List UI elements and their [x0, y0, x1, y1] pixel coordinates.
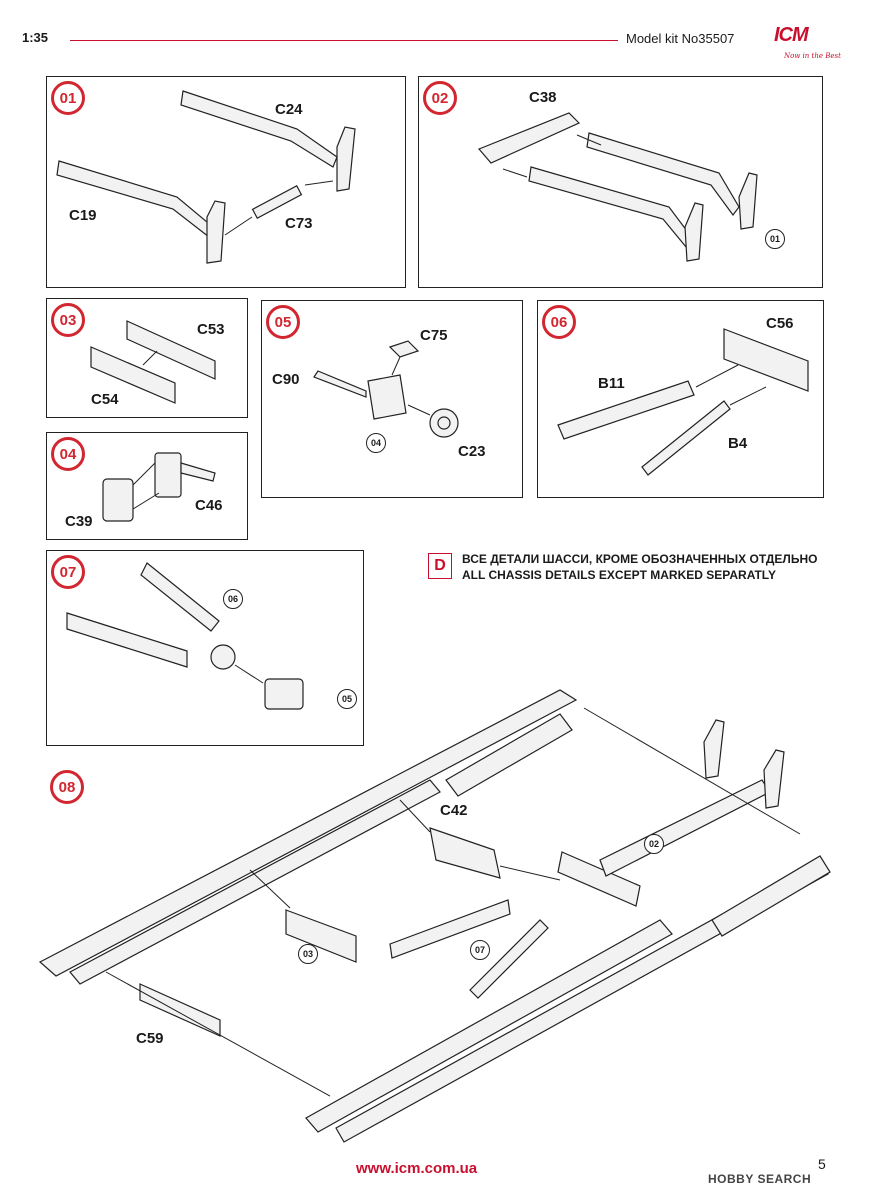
note-english-text: ALL CHASSIS DETAILS EXCEPT MARKED SEPARA…: [462, 568, 777, 582]
note-russian-text: ВСЕ ДЕТАЛИ ШАССИ, КРОМЕ ОБОЗНАЧЕННЫХ ОТД…: [462, 552, 818, 566]
part-label-b4: B4: [728, 435, 748, 452]
step-04-drawing: [102, 452, 216, 522]
step-02-ref-01: 01: [765, 229, 785, 249]
step-04-panel: 04 C39 C46: [46, 432, 248, 540]
step-02-panel: 02 C38 01: [418, 76, 823, 288]
part-label-c59: C59: [136, 1030, 164, 1047]
note-letter-badge: D: [428, 553, 452, 579]
step-05-ref-04: 04: [366, 433, 386, 453]
step-08-ref-03: 03: [298, 944, 318, 964]
part-label-c42: C42: [440, 802, 468, 819]
step-06-number: 06: [542, 305, 576, 339]
footer-url: www.icm.com.ua: [356, 1160, 478, 1177]
step-02-drawing: [477, 112, 758, 262]
step-08-number: 08: [50, 770, 84, 804]
step-01-panel: 01 C24 C19 C73: [46, 76, 406, 288]
part-label-c73: C73: [285, 215, 313, 232]
kit-number: Model kit No35507: [626, 31, 735, 46]
part-label-c54: C54: [91, 391, 119, 408]
part-label-c75: C75: [420, 327, 448, 344]
part-label-c23: C23: [458, 443, 486, 460]
step-03-drawing: [90, 320, 216, 404]
step-06-drawing: [557, 328, 809, 476]
page-number: 5: [818, 1156, 826, 1172]
logo-brand: ICM: [774, 24, 809, 46]
step-06-panel: 06 C56 B11 B4: [537, 300, 824, 498]
step-04-number: 04: [51, 437, 85, 471]
part-label-c24: C24: [275, 101, 303, 118]
part-label-c19: C19: [69, 207, 97, 224]
step-05-panel: 05 C75 C90 C23 04: [261, 300, 523, 498]
step-08-ref-02: 02: [644, 834, 664, 854]
step-01-number: 01: [51, 81, 85, 115]
part-label-c56: C56: [766, 315, 794, 332]
step-07-panel: 07 06 05: [46, 550, 364, 746]
part-label-b11: B11: [598, 375, 625, 392]
part-label-c39: C39: [65, 513, 93, 530]
step-07-ref-06: 06: [223, 589, 243, 609]
scale-label: 1:35: [22, 30, 49, 45]
step-02-number: 02: [423, 81, 457, 115]
part-label-c46: C46: [195, 497, 223, 514]
part-label-c38: C38: [529, 89, 557, 106]
part-label-c53: C53: [197, 321, 225, 338]
step-05-number: 05: [266, 305, 300, 339]
step-01-drawing: [56, 90, 356, 264]
step-05-drawing: [313, 340, 459, 438]
logo-tagline: Now in the Best: [784, 52, 841, 60]
step-03-number: 03: [51, 303, 85, 337]
header-rule: [70, 40, 618, 41]
step-07-drawing: [66, 562, 304, 710]
step-08-ref-07: 07: [470, 940, 490, 960]
step-03-panel: 03 C53 C54: [46, 298, 248, 418]
step-07-number: 07: [51, 555, 85, 589]
part-label-c90: C90: [272, 371, 300, 388]
hobby-search-watermark: HOBBY SEARCH: [708, 1172, 812, 1186]
step-07-ref-05: 05: [337, 689, 357, 709]
icm-logo: ICM Now in the Best: [762, 20, 850, 70]
